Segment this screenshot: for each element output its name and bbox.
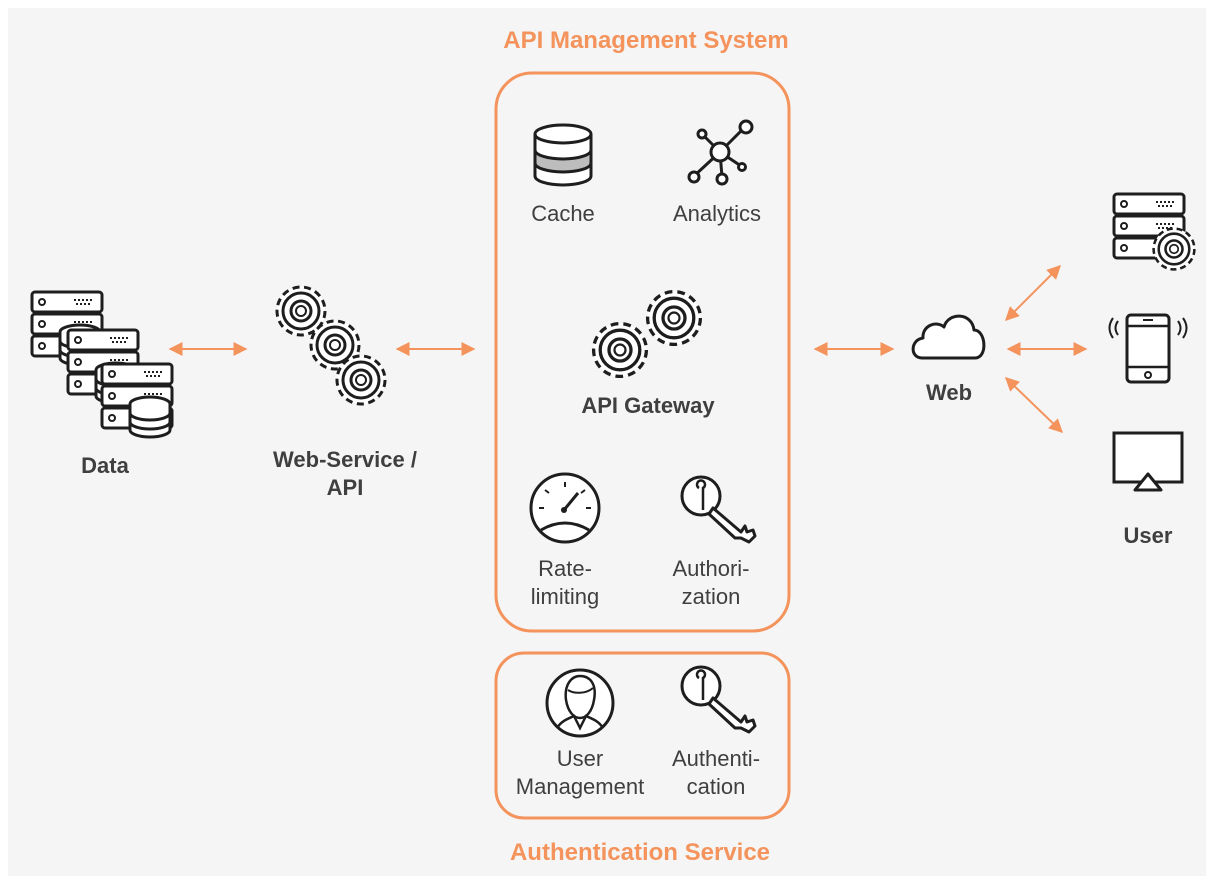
gears-icon: [275, 285, 387, 406]
usermgmt-label-line1: User: [556, 746, 604, 771]
smartphone-icon: [1108, 313, 1188, 384]
key-icon: [680, 665, 757, 734]
arrow-web-server: [1005, 265, 1061, 321]
data-label: Data: [81, 453, 129, 478]
cache-database-icon: [533, 123, 593, 187]
authentication-label-line1: Authenti-: [671, 746, 761, 771]
ratelimiting-label-line1: Rate-: [538, 556, 592, 581]
cache-label: Cache: [531, 201, 595, 226]
api-management-box: [494, 71, 791, 633]
server-icon: [1112, 192, 1196, 271]
user-label: User: [1123, 523, 1173, 548]
database-servers-icon: [32, 292, 172, 437]
user-icon: [545, 668, 615, 738]
webservice-label-line1: Web-Service /: [273, 447, 417, 472]
authentication-label-line2: cation: [686, 774, 746, 799]
gateway-gears-icon: [591, 289, 703, 379]
analytics-network-icon: [687, 119, 754, 186]
authentication-service-box: [494, 651, 791, 820]
monitor-icon: [1112, 431, 1184, 492]
key-icon: [680, 475, 757, 544]
authorization-label-line2: zation: [681, 584, 741, 609]
api-management-title: API Management System: [503, 27, 789, 54]
webservice-label-line2: API: [326, 475, 364, 500]
ratelimiting-label-line2: limiting: [530, 584, 600, 609]
analytics-label: Analytics: [672, 201, 762, 226]
speedometer-icon: [529, 472, 601, 544]
authentication-service-title: Authentication Service: [509, 839, 771, 866]
web-label: Web: [925, 380, 973, 405]
api-gateway-label: API Gateway: [581, 393, 715, 418]
diagram-canvas: [8, 8, 1206, 876]
usermgmt-label-line2: Management: [515, 774, 645, 799]
cloud-icon: [911, 314, 986, 360]
authorization-label-line1: Authori-: [672, 556, 750, 581]
arrow-web-monitor: [1004, 377, 1064, 433]
